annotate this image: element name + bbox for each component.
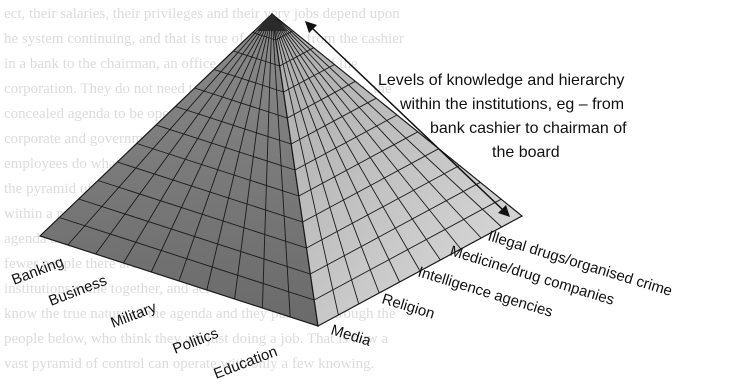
- column-line: [271, 13, 421, 272]
- column-line: [271, 13, 339, 316]
- pyramid-apex: [257, 14, 287, 31]
- background-text-line: vast pyramid of control can operate with…: [4, 356, 374, 372]
- column-line: [271, 13, 291, 318]
- column-line: [271, 13, 441, 261]
- background-text-line: ect, their salaries, their privileges an…: [4, 6, 400, 22]
- column-line: [271, 13, 502, 228]
- column-line: [150, 13, 273, 273]
- column-line: [95, 13, 273, 255]
- annotation-line: within the institutions, eg – from: [399, 96, 624, 113]
- column-line: [206, 13, 273, 291]
- annotation-line: Levels of knowledge and hierarchy: [378, 72, 624, 89]
- annotation: Levels of knowledge and hierarchy within…: [378, 72, 627, 161]
- column-line: [271, 13, 401, 283]
- column-line: [261, 13, 273, 309]
- column-line: [271, 13, 360, 305]
- institution-label-military: Military: [108, 299, 159, 332]
- column-line: [67, 13, 273, 246]
- annotation-line: the board: [492, 144, 560, 161]
- column-line: [123, 13, 273, 264]
- hierarchy-arrow: [305, 21, 510, 217]
- left-face-grid: [59, 13, 315, 318]
- annotation-line: bank cashier to chairman of: [430, 120, 627, 137]
- institution-label-politics: Politics: [170, 325, 220, 358]
- hierarchy-arrow-head-bottom: [498, 205, 510, 217]
- column-line: [178, 13, 273, 282]
- right-face-grid: [271, 13, 502, 316]
- column-line: [271, 13, 482, 239]
- column-line: [271, 13, 462, 250]
- institution-label-business: Business: [46, 272, 109, 310]
- background-text-line: people below, who think they are just do…: [4, 331, 388, 347]
- background-text-line: he system continuing, and that is true o…: [4, 31, 404, 47]
- hierarchy-arrow-head-top: [305, 21, 317, 33]
- column-line: [234, 13, 273, 300]
- column-line: [271, 13, 380, 294]
